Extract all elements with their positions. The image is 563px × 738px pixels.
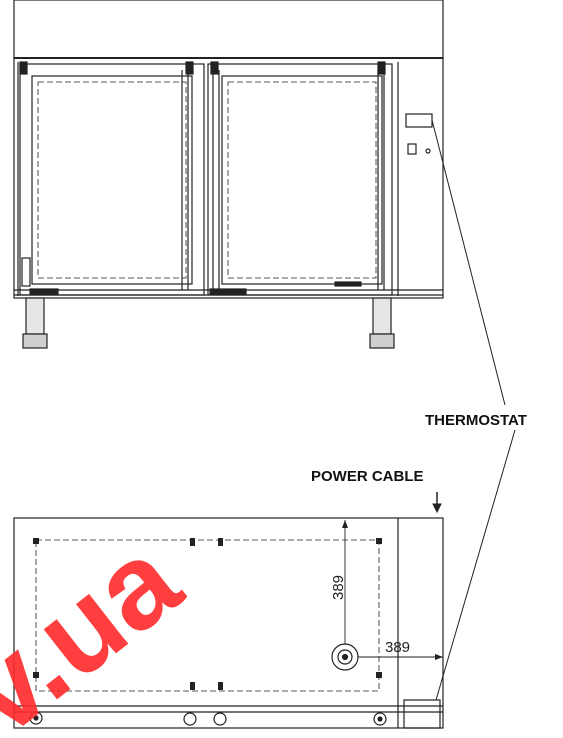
legs [22,297,395,349]
front-view [13,0,444,349]
top-hinges [19,61,386,75]
power-cable-marker [432,492,442,514]
bottom-hinges [29,281,362,295]
indicator-light [425,148,431,154]
power-cable-label: POWER CABLE [311,468,424,485]
dimension-label-horizontal: 389 [385,639,410,656]
cabinet-body [13,57,444,299]
worktop [13,0,444,59]
left-glass-door [19,63,205,296]
right-glass-door [207,63,393,296]
plan-feet [29,711,387,726]
thermostat-label: THERMOSTAT [425,412,527,429]
inner-dashed-outline [35,539,380,692]
plan-view [13,517,444,729]
thermostat-display [405,113,433,128]
dimension-label-vertical: 389 [330,575,347,600]
power-switch [407,143,417,155]
compressor-box [403,699,441,729]
plan-outline [13,517,444,729]
thermostat-leaders [431,119,516,701]
watermark-text: v.ua [0,512,204,738]
